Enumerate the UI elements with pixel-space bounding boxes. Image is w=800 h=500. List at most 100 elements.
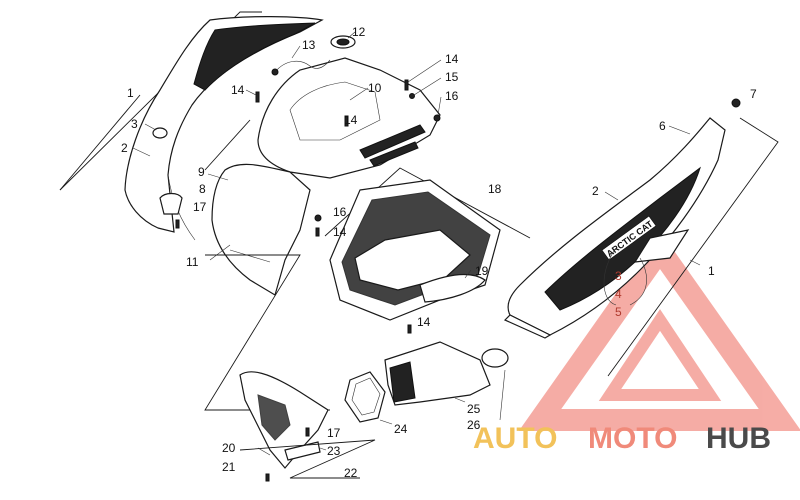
leader-15	[413, 77, 442, 96]
left-side-panel-shape	[124, 16, 324, 233]
hood-assembly	[159, 31, 442, 411]
callout-16-side: 16	[333, 205, 347, 219]
watermark-triangle-inner	[598, 309, 722, 401]
hood-lower-fold	[229, 249, 271, 263]
hood-wiring-13	[274, 59, 331, 73]
callout-17-nose: 17	[327, 426, 341, 440]
leader-10	[349, 87, 369, 101]
callout-4: 4	[615, 287, 622, 301]
left-panel-decal-3	[152, 127, 168, 139]
leader-2-right	[604, 191, 619, 201]
bracket-1-right	[607, 117, 779, 377]
nose-assembly	[239, 371, 376, 482]
leader-13	[291, 45, 301, 59]
leader-3-4-5	[603, 247, 647, 306]
callout-15: 15	[445, 70, 459, 84]
screw-21	[265, 473, 270, 482]
right-panel-decal-pad	[633, 229, 690, 263]
callout-19: 19	[475, 264, 489, 278]
storage-tray	[324, 167, 531, 334]
watermark-text: AUTO MOTO HUB	[473, 422, 771, 455]
left-panel-dark-stripe	[193, 22, 316, 91]
leader-2-left	[132, 147, 151, 157]
leader-1-right	[689, 259, 701, 266]
callout-2-right: 2	[592, 184, 599, 198]
callout-7: 7	[750, 87, 757, 101]
callout-23: 23	[327, 444, 341, 458]
screw-14-hood-left	[255, 91, 260, 103]
watermark-hub: HUB	[706, 422, 771, 455]
leader-19	[464, 269, 472, 279]
callout-13: 13	[302, 38, 316, 52]
hood-vent-stripes	[359, 124, 426, 167]
tray-lip-19	[419, 274, 486, 303]
watermark-logo	[518, 230, 800, 431]
pushpin-7	[731, 98, 741, 108]
hood-connector-13	[271, 68, 279, 76]
leader-6	[668, 125, 691, 135]
callout-21: 21	[222, 460, 236, 474]
callout-18: 18	[488, 182, 502, 196]
callout-14-tray: 14	[417, 315, 431, 329]
leader-9	[207, 173, 229, 181]
screw-14-side	[315, 227, 320, 237]
callout-11: 11	[186, 255, 199, 269]
leader-14-hood-right	[407, 59, 442, 83]
watermark-moto: MOTO	[588, 422, 677, 455]
watermark-auto: AUTO	[473, 422, 557, 455]
callout-8: 8	[199, 182, 206, 196]
callout-14-hood-right: 14	[445, 52, 459, 66]
leader-23	[319, 447, 327, 451]
bracket-line-1-left	[59, 11, 262, 191]
bumper-8	[159, 192, 183, 215]
leader-25	[454, 397, 466, 403]
leader-20	[257, 447, 271, 456]
callout-16-hood: 16	[445, 89, 459, 103]
screw-17-left	[175, 219, 180, 229]
right-side-panel: ARCTIC CAT	[503, 98, 779, 377]
callout-14-side: 14	[333, 225, 347, 239]
callout-5: 5	[615, 305, 622, 319]
leader-12	[347, 31, 356, 39]
screw-14-hood-center	[344, 115, 349, 127]
duct-gasket-24-inner	[351, 377, 381, 416]
bracket-9	[204, 119, 251, 171]
screw-14-hood-right	[404, 79, 409, 91]
callout-22: 22	[344, 466, 358, 480]
bracket-22	[239, 439, 376, 479]
leader-24	[379, 419, 393, 425]
hood-upper-shape	[257, 57, 441, 179]
callout-14-hood-center: 14	[344, 113, 358, 127]
callout-2-left: 2	[121, 141, 128, 155]
nut-16-side	[314, 214, 322, 222]
nut-16-hood	[433, 114, 441, 122]
callout-6: 6	[659, 119, 666, 133]
callout-labels: 1 3 2 9 8 17 11 12 13 14 10 14 14 15 16 …	[121, 25, 757, 480]
leader-3-left	[144, 123, 157, 131]
screw-14-tray	[407, 324, 412, 334]
watermark-triangle-outer	[518, 230, 800, 431]
bracket-line-1-left-lower	[59, 94, 141, 191]
callout-3-right: 3	[615, 269, 622, 283]
callout-3-left: 3	[131, 117, 138, 131]
leader-16-hood	[437, 96, 442, 116]
nose-grille	[257, 394, 291, 441]
callout-20: 20	[222, 441, 236, 455]
air-duct-25-opening	[389, 361, 416, 403]
callout-14-hood-left: 14	[231, 83, 245, 97]
hood-cap-12-inner	[336, 38, 350, 46]
hood-windshield-recess	[289, 81, 381, 141]
callout-1-right: 1	[708, 264, 715, 278]
callout-10: 10	[368, 81, 382, 95]
screw-17-nose	[305, 427, 310, 437]
clamp-26	[481, 348, 509, 368]
leader-26	[499, 369, 506, 421]
callout-17-left: 17	[193, 200, 207, 214]
leader-11	[209, 244, 231, 261]
callout-26: 26	[467, 418, 481, 432]
callout-24: 24	[394, 422, 408, 436]
air-duct-assembly	[344, 341, 509, 425]
callout-1-left: 1	[127, 86, 134, 100]
right-panel-lower-edge	[503, 314, 552, 339]
